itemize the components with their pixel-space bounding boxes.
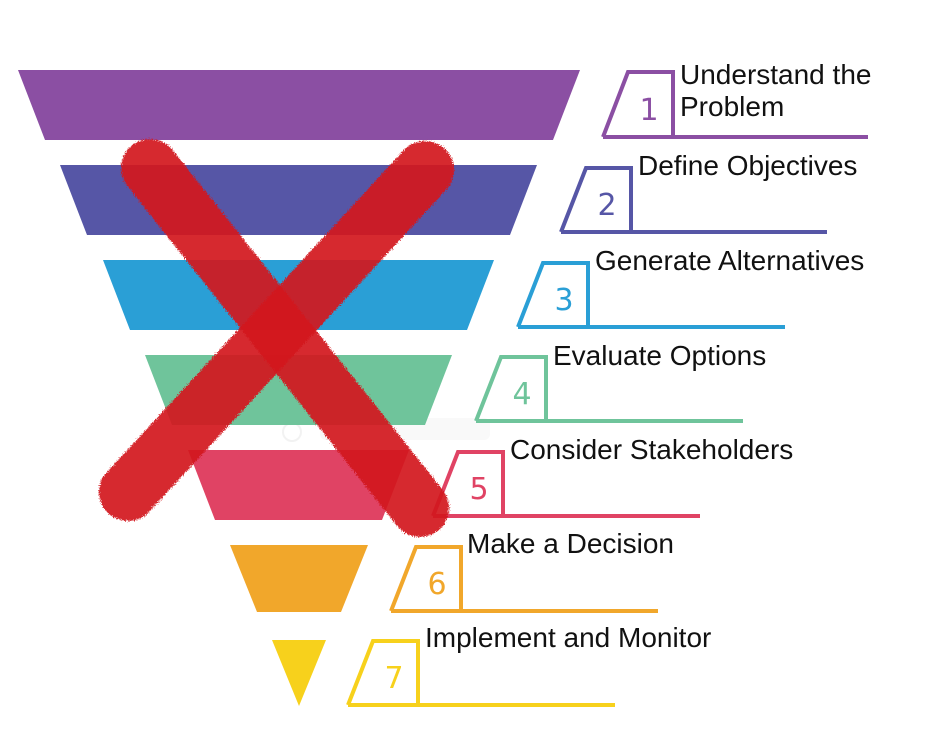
step-label-6: Make a Decision [467, 528, 674, 559]
step-label-7: Implement and Monitor [425, 622, 711, 653]
step-tag-7: 7 [346, 639, 615, 707]
tag-outline [474, 355, 548, 422]
step-tag-1: 1 [601, 70, 868, 139]
step-label-4: Evaluate Options [553, 340, 766, 371]
step-label-3: Generate Alternatives [595, 245, 864, 276]
step-number-5: 5 [469, 472, 488, 507]
step-tag-3: 3 [516, 261, 785, 329]
tag-outline [346, 639, 420, 706]
step-label-2: Define Objectives [638, 150, 857, 181]
step-tag-6: 6 [389, 545, 658, 613]
funnel-band-1 [18, 70, 580, 140]
step-tag-2: 2 [559, 166, 827, 234]
funnel-band-6 [230, 545, 368, 612]
step-tags: 1 2 3 4 5 6 7 [346, 70, 868, 707]
tag-outline [431, 450, 505, 517]
tag-outline [559, 166, 633, 233]
step-label-1-line-1: Understand the [680, 59, 871, 90]
tag-outline [601, 70, 675, 138]
step-label-1-line-2: Problem [680, 91, 784, 122]
step-number-3: 3 [554, 283, 573, 318]
step-number-2: 2 [597, 188, 616, 223]
step-number-6: 6 [427, 567, 446, 602]
tag-outline [389, 545, 463, 612]
step-tag-5: 5 [431, 450, 700, 518]
tag-outline [516, 261, 590, 328]
step-tag-4: 4 [474, 355, 743, 423]
step-number-1: 1 [639, 93, 658, 128]
step-number-7: 7 [384, 661, 403, 696]
step-label-5: Consider Stakeholders [510, 434, 793, 465]
red-x-overlay [99, 139, 454, 537]
step-number-4: 4 [512, 377, 531, 412]
funnel-band-7 [272, 640, 326, 706]
